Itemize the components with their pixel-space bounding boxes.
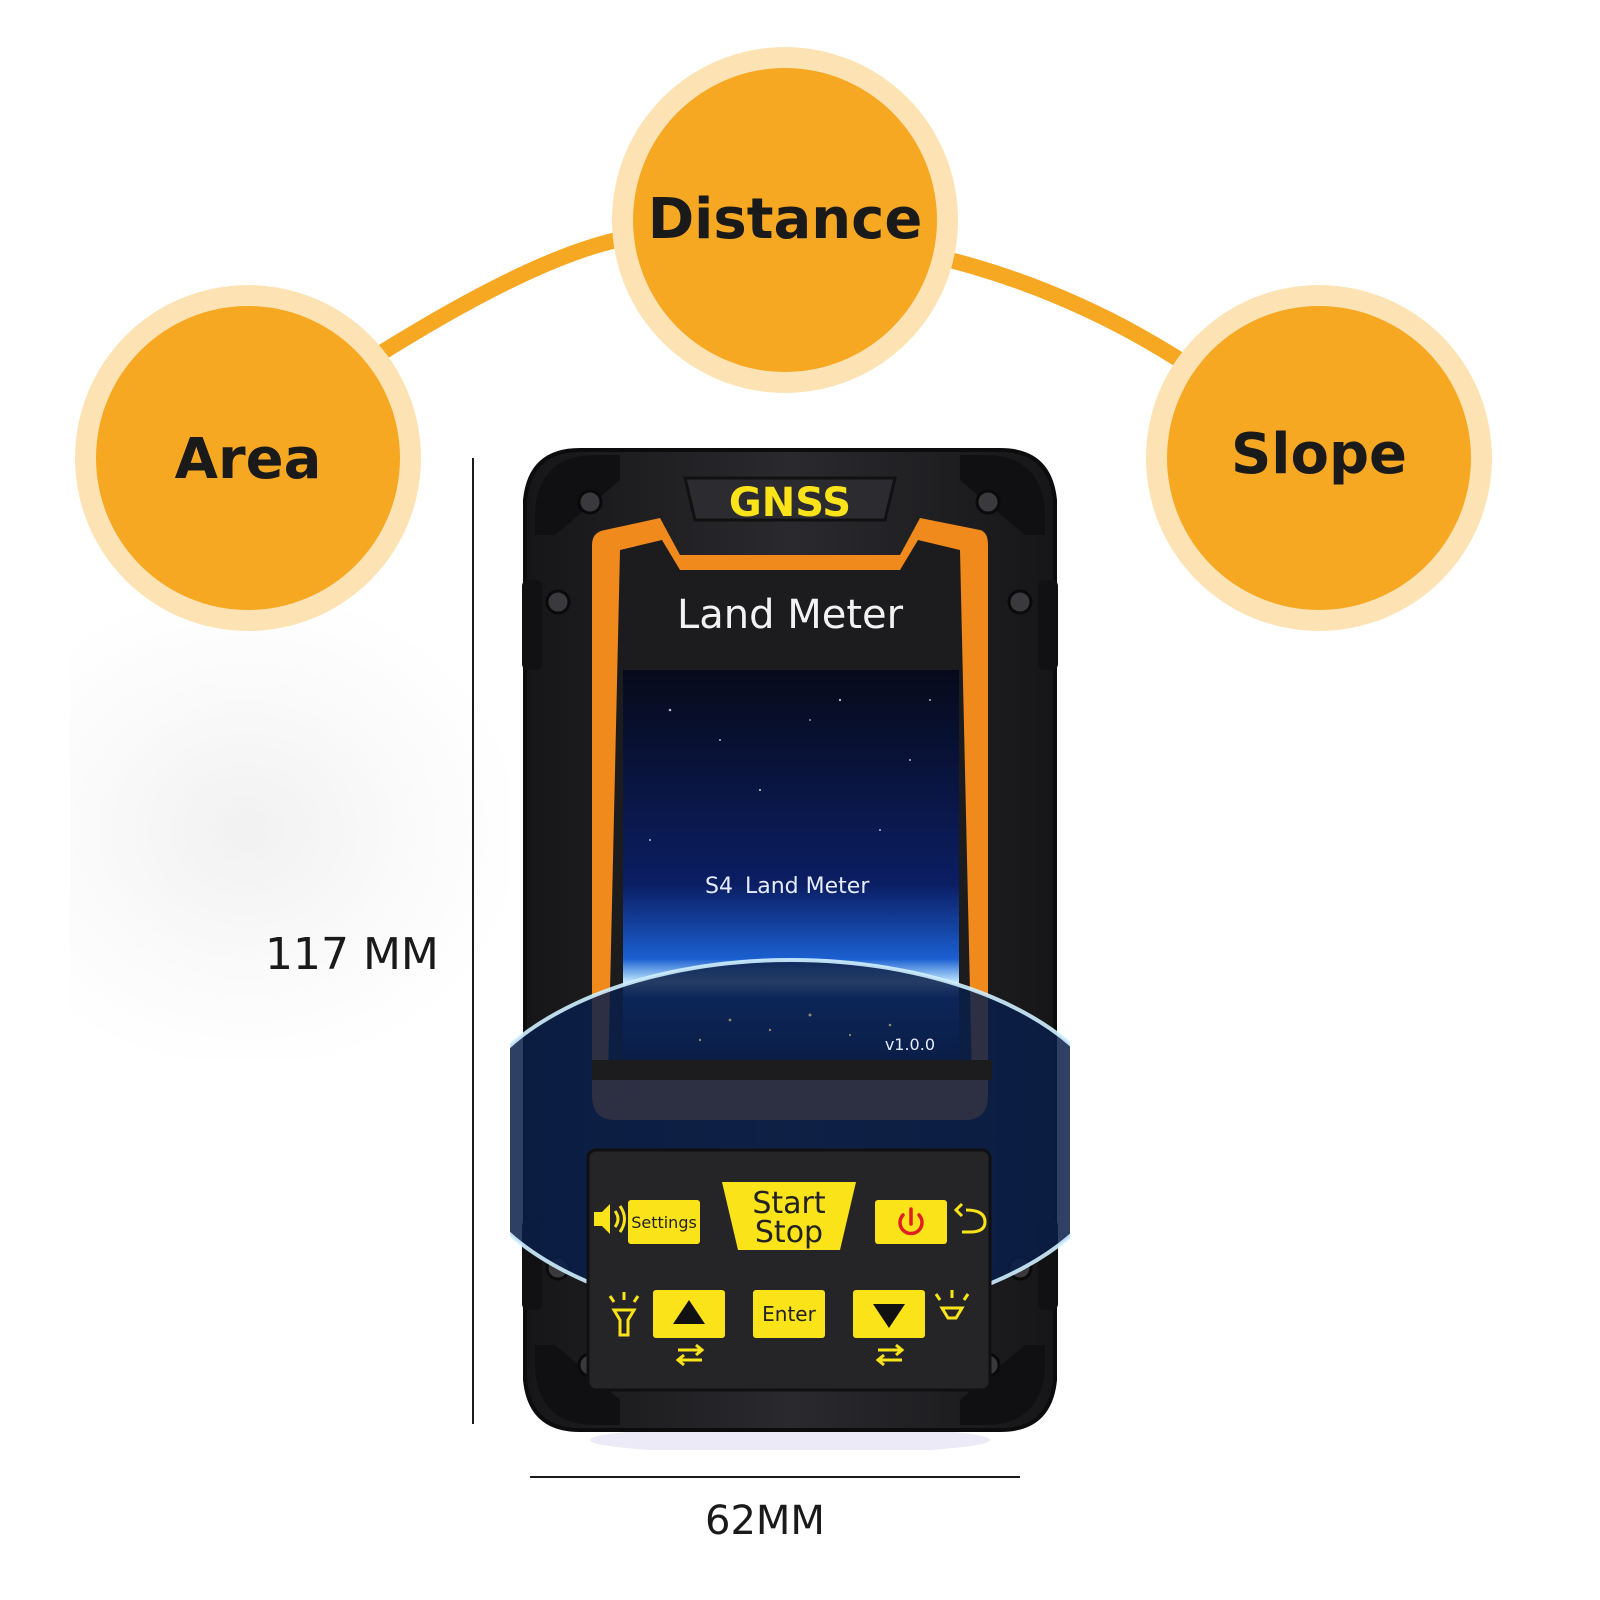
distance-label: Distance	[647, 187, 923, 252]
speaker-icon	[594, 1204, 626, 1234]
light-icon	[934, 1290, 970, 1320]
slope-label: Slope	[1230, 422, 1408, 487]
distance-bubble: Distance	[612, 47, 958, 393]
swap-arrows-icon	[875, 1343, 905, 1367]
stop-key-label: Stop	[755, 1215, 823, 1250]
height-dimension-label: 117 MM	[265, 929, 439, 980]
slope-bubble: Slope	[1146, 285, 1492, 631]
width-dimension-line	[530, 1476, 1020, 1478]
power-key[interactable]	[875, 1200, 947, 1244]
device-title: Land Meter	[677, 592, 904, 638]
screen-version: v1.0.0	[885, 1035, 935, 1054]
power-icon	[898, 1207, 924, 1236]
swap-arrows-icon	[675, 1343, 705, 1367]
settings-key[interactable]: Settings	[628, 1200, 700, 1244]
area-bubble: Area	[75, 285, 421, 631]
start-key-label: Start	[752, 1186, 826, 1221]
background-glow	[70, 600, 510, 1060]
flashlight-icon	[608, 1292, 640, 1337]
screen-model: S4	[705, 874, 733, 899]
gnss-tab	[683, 476, 897, 522]
area-label: Area	[174, 427, 322, 492]
width-dimension-label: 62MM	[705, 1498, 825, 1544]
start-stop-key[interactable]: Start Stop	[722, 1182, 856, 1250]
down-key[interactable]	[853, 1290, 925, 1338]
enter-key-label: Enter	[762, 1302, 816, 1326]
down-arrow-icon	[873, 1304, 905, 1328]
settings-key-label: Settings	[631, 1213, 697, 1232]
up-key[interactable]	[653, 1290, 725, 1338]
back-arrow-icon	[962, 1208, 987, 1234]
up-arrow-icon	[673, 1300, 705, 1324]
land-meter-device: GNSS Land Meter S4 Land Meter v1.0.0	[510, 448, 1070, 1450]
screen-app-name: Land Meter	[745, 874, 870, 899]
enter-key[interactable]: Enter	[753, 1290, 825, 1338]
height-dimension-line	[472, 458, 474, 1424]
gnss-label: GNSS	[729, 480, 851, 526]
